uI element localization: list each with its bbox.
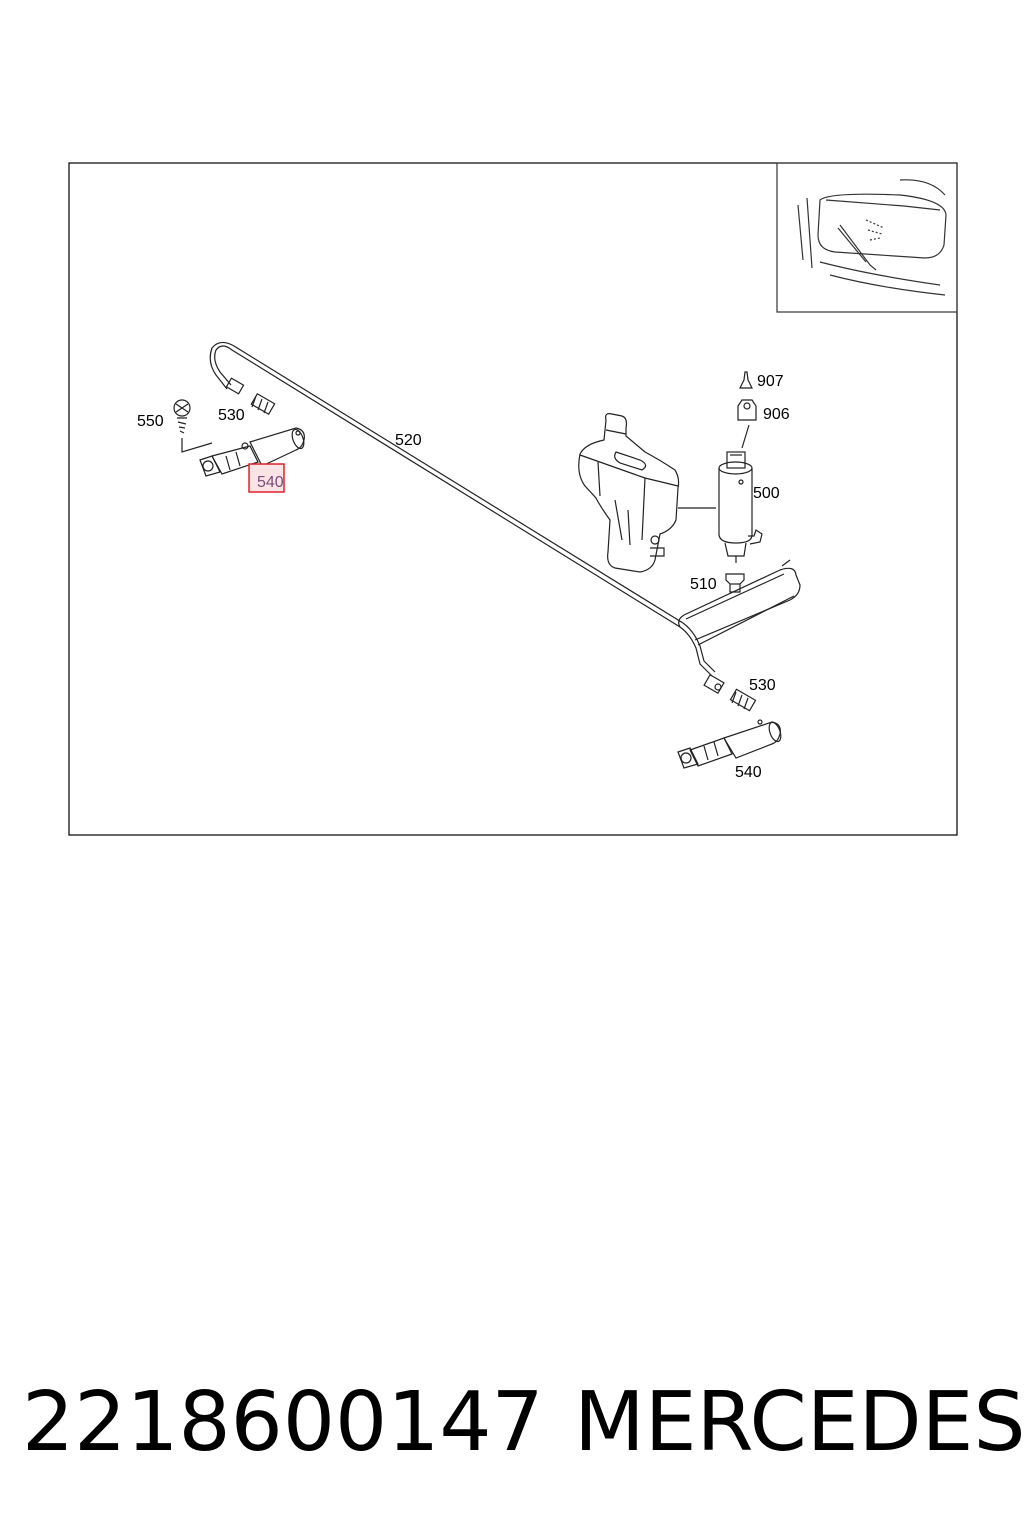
pump-500 xyxy=(718,424,791,567)
parts-906-907 xyxy=(737,371,757,421)
diagram-frame xyxy=(68,162,958,836)
brand-name: MERCEDES xyxy=(574,1375,1024,1470)
callout-540-top: 540 xyxy=(257,474,284,491)
inset-car-view xyxy=(776,162,958,313)
part-number: 2218600147 xyxy=(22,1375,544,1470)
callout-520: 520 xyxy=(395,432,422,449)
callout-540-bottom: 540 xyxy=(735,764,762,781)
screw-550 xyxy=(173,399,213,453)
callout-550: 550 xyxy=(137,413,164,430)
callout-530-top: 530 xyxy=(218,407,245,424)
callout-500: 500 xyxy=(753,485,780,502)
parts-diagram: 907 906 550 530 520 540 500 510 530 540 xyxy=(68,162,958,836)
nozzle-540-bottom xyxy=(677,719,782,769)
washer-reservoir xyxy=(578,413,716,573)
hose-520 xyxy=(209,341,801,677)
nozzle-540-top xyxy=(199,427,305,477)
callout-530-bottom: 530 xyxy=(749,677,776,694)
callout-906: 906 xyxy=(763,406,790,423)
footer-caption: 2218600147 MERCEDES xyxy=(0,1368,1024,1478)
grommet-510 xyxy=(725,573,745,593)
connector-530-bottom xyxy=(703,673,757,712)
highlight-box xyxy=(248,463,285,493)
connector-530-top xyxy=(225,377,276,416)
callout-907: 907 xyxy=(757,373,784,390)
callout-510: 510 xyxy=(690,576,717,593)
